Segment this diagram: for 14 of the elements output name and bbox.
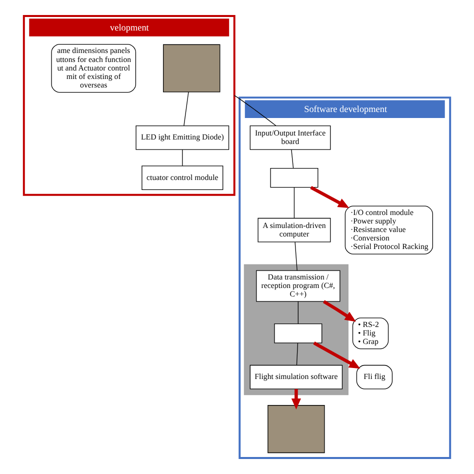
node-box	[274, 324, 322, 344]
connector	[294, 187, 295, 218]
arrow	[310, 186, 350, 208]
node-box	[268, 405, 325, 454]
arrow	[322, 300, 356, 322]
node-box	[163, 44, 220, 92]
arrow	[291, 389, 302, 410]
connector	[291, 149, 294, 168]
connector	[294, 242, 298, 271]
connector	[182, 149, 183, 166]
connector	[184, 92, 189, 126]
node-box	[270, 168, 318, 188]
connector	[296, 342, 298, 366]
arrow	[313, 342, 360, 369]
